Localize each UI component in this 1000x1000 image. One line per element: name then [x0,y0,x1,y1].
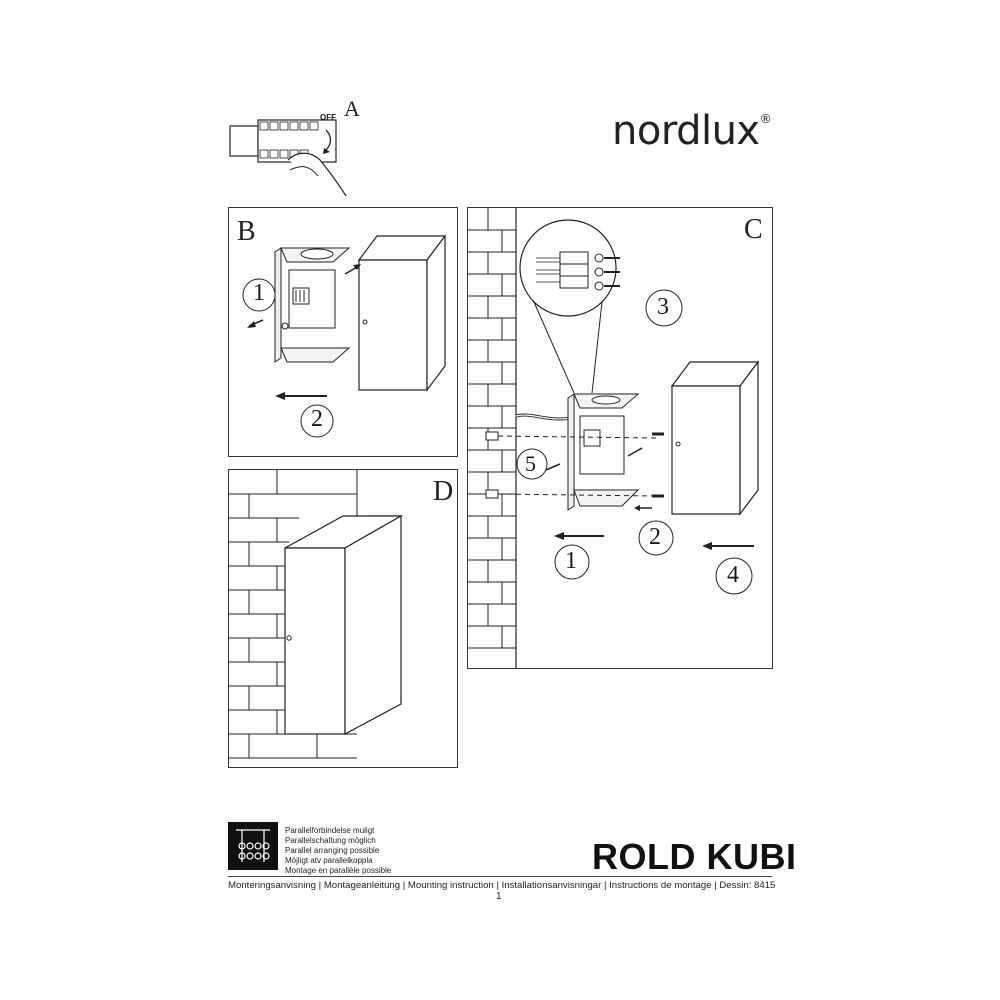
panel-b-label: B [237,216,256,247]
panel-b-drawing [242,234,447,438]
panel-c-label: C [744,214,763,245]
panel-b: B 1 2 [228,207,458,457]
product-name: ROLD KUBI [592,836,797,877]
page-number: 1 [496,891,502,902]
step-a-off-text: OFF [320,113,336,122]
step-a-label: A [344,96,360,121]
step-a-illustration [228,100,363,200]
brand-logo: nordlux® [612,108,772,154]
parallel-notice: Parallelforbindelse muligt Parallelschal… [285,826,391,876]
parallel-wiring-icon [228,822,278,870]
panel-c-step-1: 1 [565,548,577,574]
parallel-notice-line: Parallel arranging possible [285,846,380,855]
panel-d-drawing [229,470,404,759]
panel-b-step-2: 2 [311,406,323,432]
panel-c-step-2: 2 [649,524,661,550]
terminal-block-icon [536,251,620,291]
panel-b-step-1: 1 [253,280,265,306]
panel-c-step-3: 3 [657,294,669,320]
panel-d: D [228,469,458,768]
panel-c-step-5: 5 [525,451,536,476]
footer-text: Monteringsanvisning | Montageanleitung |… [228,880,776,891]
parallel-notice-line: Montage en parallèle possible [285,866,392,875]
brand-name: nordlux [612,108,760,154]
panel-d-label: D [433,476,454,507]
parallel-notice-line: Möjligt atv parallelkoppla [285,856,373,865]
panel-c: C 3 5 2 1 4 [467,207,773,669]
registered-mark: ® [759,112,772,126]
parallel-notice-line: Parallelschaltung möglich [285,836,376,845]
panel-c-step-4: 4 [727,562,739,588]
panel-c-drawing [468,208,760,668]
parallel-notice-line: Parallelforbindelse muligt [285,826,375,835]
breaker-hand-icon [229,119,347,197]
footer-divider [228,876,772,877]
